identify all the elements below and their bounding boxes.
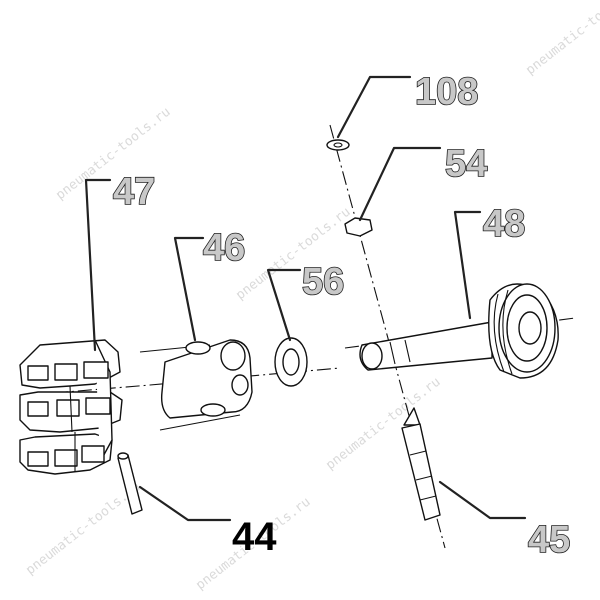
callout-47: 47 <box>113 171 155 213</box>
part-45-bolt <box>401 407 441 521</box>
part-48-spindle <box>359 283 559 379</box>
callout-48: 48 <box>483 203 525 245</box>
callout-56: 56 <box>302 261 344 303</box>
part-108-clip <box>326 139 350 151</box>
callout-45: 45 <box>528 519 570 561</box>
part-44-pin <box>117 452 143 515</box>
watermark-1: pneumatic-tools.ru <box>523 0 600 78</box>
callout-labels: 108 54 47 46 56 48 44 45 <box>112 70 571 562</box>
leader-48 <box>453 210 482 320</box>
pin-hole-line-bottom <box>159 414 241 431</box>
leader-108 <box>336 75 412 139</box>
leader-lines <box>84 75 527 522</box>
leader-45 <box>438 480 527 520</box>
leader-47 <box>84 178 112 352</box>
part-56-washer <box>274 337 308 387</box>
callout-54: 54 <box>445 143 487 185</box>
part-46-sleeve <box>160 339 253 419</box>
leader-44 <box>138 485 232 522</box>
callout-108: 108 <box>415 71 478 113</box>
callout-46: 46 <box>203 227 245 269</box>
part-47-fork-body <box>19 339 123 475</box>
leader-46 <box>173 236 205 342</box>
part-54-nut <box>344 217 373 237</box>
leader-56 <box>266 268 302 342</box>
leader-54 <box>358 146 442 222</box>
watermark-5: pneumatic-tools.ru <box>23 480 143 579</box>
callout-44: 44 <box>232 515 277 559</box>
